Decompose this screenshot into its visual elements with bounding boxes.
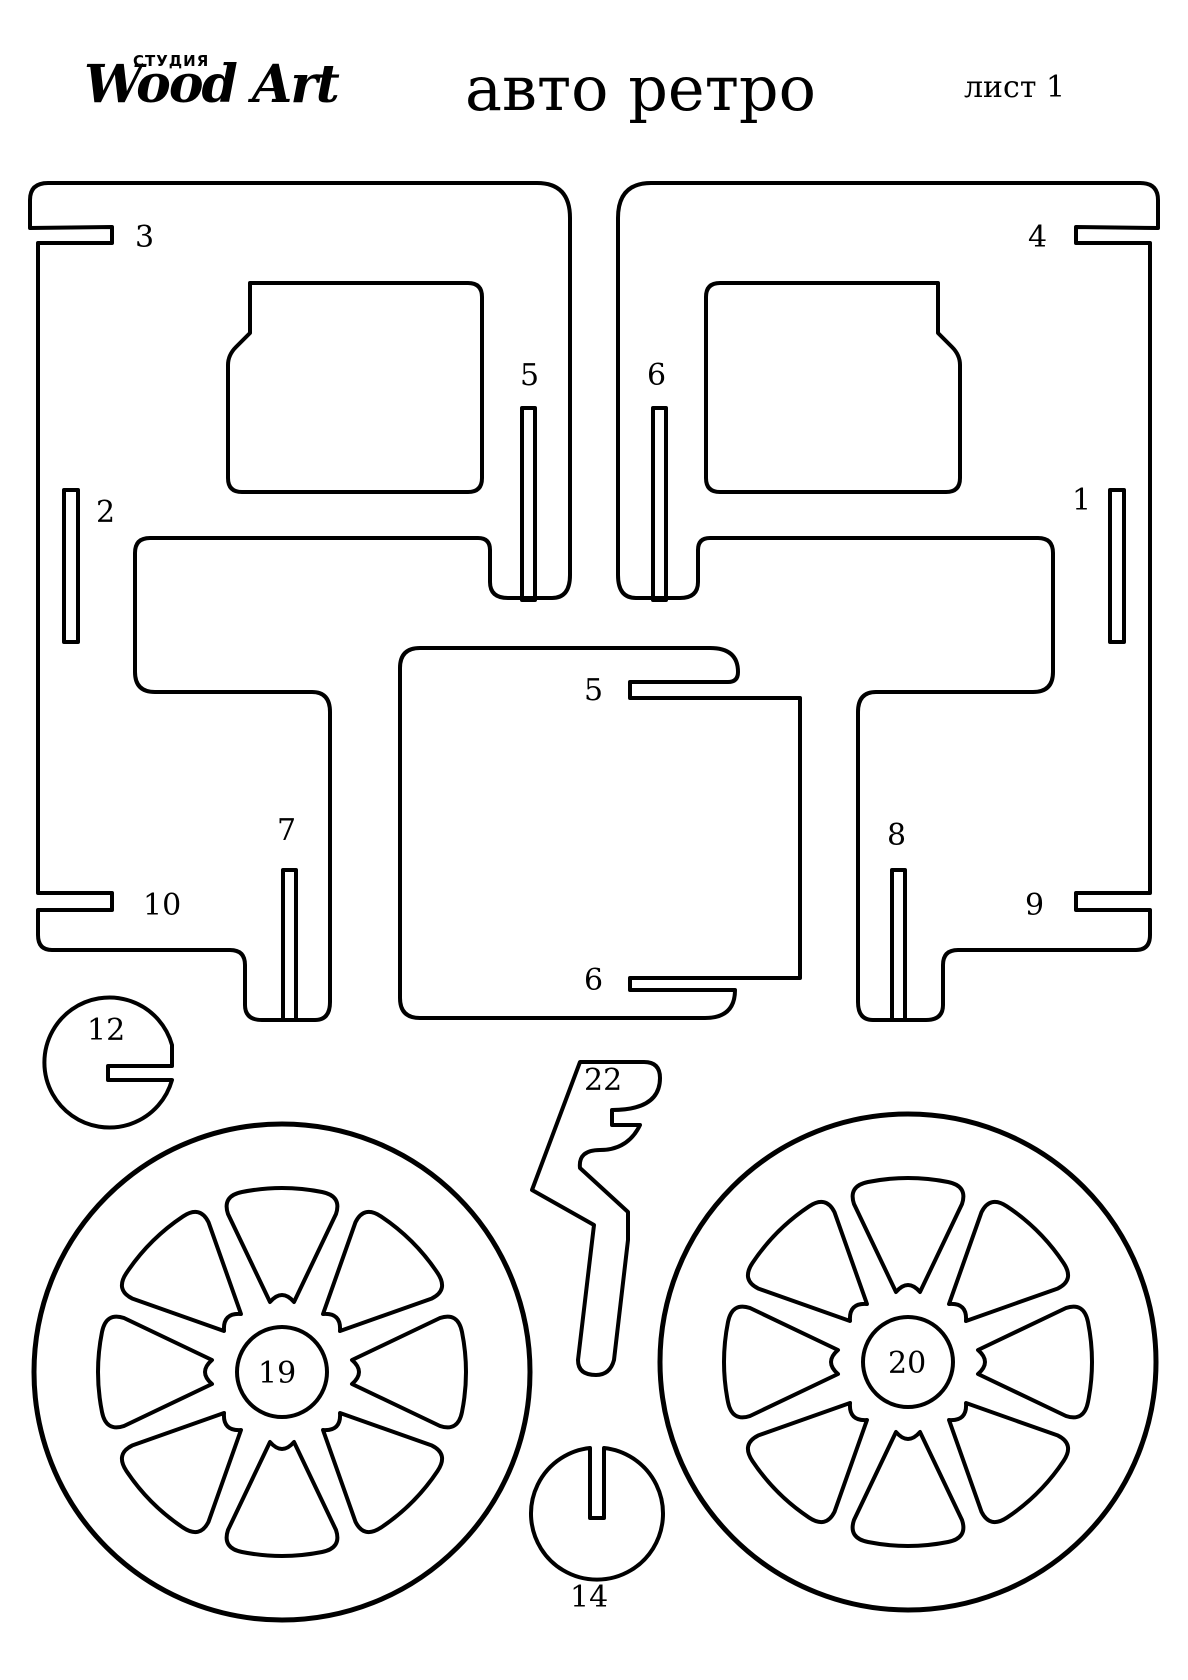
slot-2: [62, 488, 80, 644]
slot-5-upper: [520, 406, 537, 602]
wheel-20-spoke-hole: [947, 1199, 1071, 1323]
center-panel: [398, 646, 802, 1020]
label-10: 10: [143, 888, 181, 923]
wheel-19-spoke-hole: [224, 1186, 340, 1304]
brand-prefix: СТУДИЯ: [133, 52, 210, 70]
label-20: 20: [888, 1346, 926, 1381]
label-14: 14: [570, 1580, 608, 1615]
slot-6-upper: [651, 406, 668, 602]
label-6-upper: 6: [647, 358, 666, 393]
label-9: 9: [1025, 888, 1044, 923]
wheel-20-spoke-hole: [745, 1199, 869, 1323]
wheel-20-spoke-hole: [850, 1176, 966, 1294]
wheel-19-spoke-hole: [119, 1209, 243, 1333]
right-side-outline: [616, 181, 1160, 1022]
label-12: 12: [87, 1013, 125, 1048]
label-6-lower: 6: [584, 963, 603, 998]
wheel-19-spoke-hole: [119, 1411, 243, 1535]
wheel-19-spoke-hole: [321, 1209, 445, 1333]
wheel-20-spoke-hole: [947, 1401, 1071, 1525]
wheel-20-spoke-hole: [745, 1401, 869, 1525]
sheet-number: лист 1: [964, 70, 1066, 105]
disc-14: [529, 1446, 665, 1582]
label-19: 19: [258, 1356, 296, 1391]
wheel-19-spoke-hole: [321, 1411, 445, 1535]
wheel-20: [657, 1111, 1159, 1613]
wheel-19-spoke-hole: [96, 1314, 214, 1430]
wheel-19-spoke-hole: [350, 1314, 468, 1430]
slot-7: [281, 868, 298, 1022]
part-number-labels: 3 4 5 6 2 1 5 7 8 10 9 6 12 22 19 20 14: [87, 220, 1091, 1615]
label-3: 3: [135, 220, 154, 255]
label-7: 7: [277, 813, 296, 848]
label-22: 22: [584, 1063, 622, 1098]
wheel-19-spoke-hole: [224, 1440, 340, 1558]
left-side-panel: [28, 181, 572, 1022]
part-22: [530, 1060, 662, 1377]
slot-8: [890, 868, 907, 1022]
wheel-19: [31, 1121, 533, 1623]
left-window: [226, 281, 484, 494]
right-window: [704, 281, 962, 494]
brand-logo: Wood Art: [84, 54, 340, 115]
label-5-upper: 5: [520, 358, 539, 393]
label-8: 8: [887, 818, 906, 853]
disc-12: [42, 995, 174, 1130]
label-4: 4: [1028, 220, 1047, 255]
left-side-outline: [28, 181, 572, 1022]
label-1: 1: [1072, 483, 1091, 518]
wheel-20-spoke-hole: [722, 1304, 840, 1420]
right-side-panel: [616, 181, 1160, 1022]
page-title: авто ретро: [465, 52, 816, 125]
wheel-20-spoke-hole: [976, 1304, 1094, 1420]
label-2: 2: [96, 495, 115, 530]
label-5-lower: 5: [584, 673, 603, 708]
slot-1: [1108, 488, 1126, 644]
wheel-20-spoke-hole: [850, 1430, 966, 1548]
